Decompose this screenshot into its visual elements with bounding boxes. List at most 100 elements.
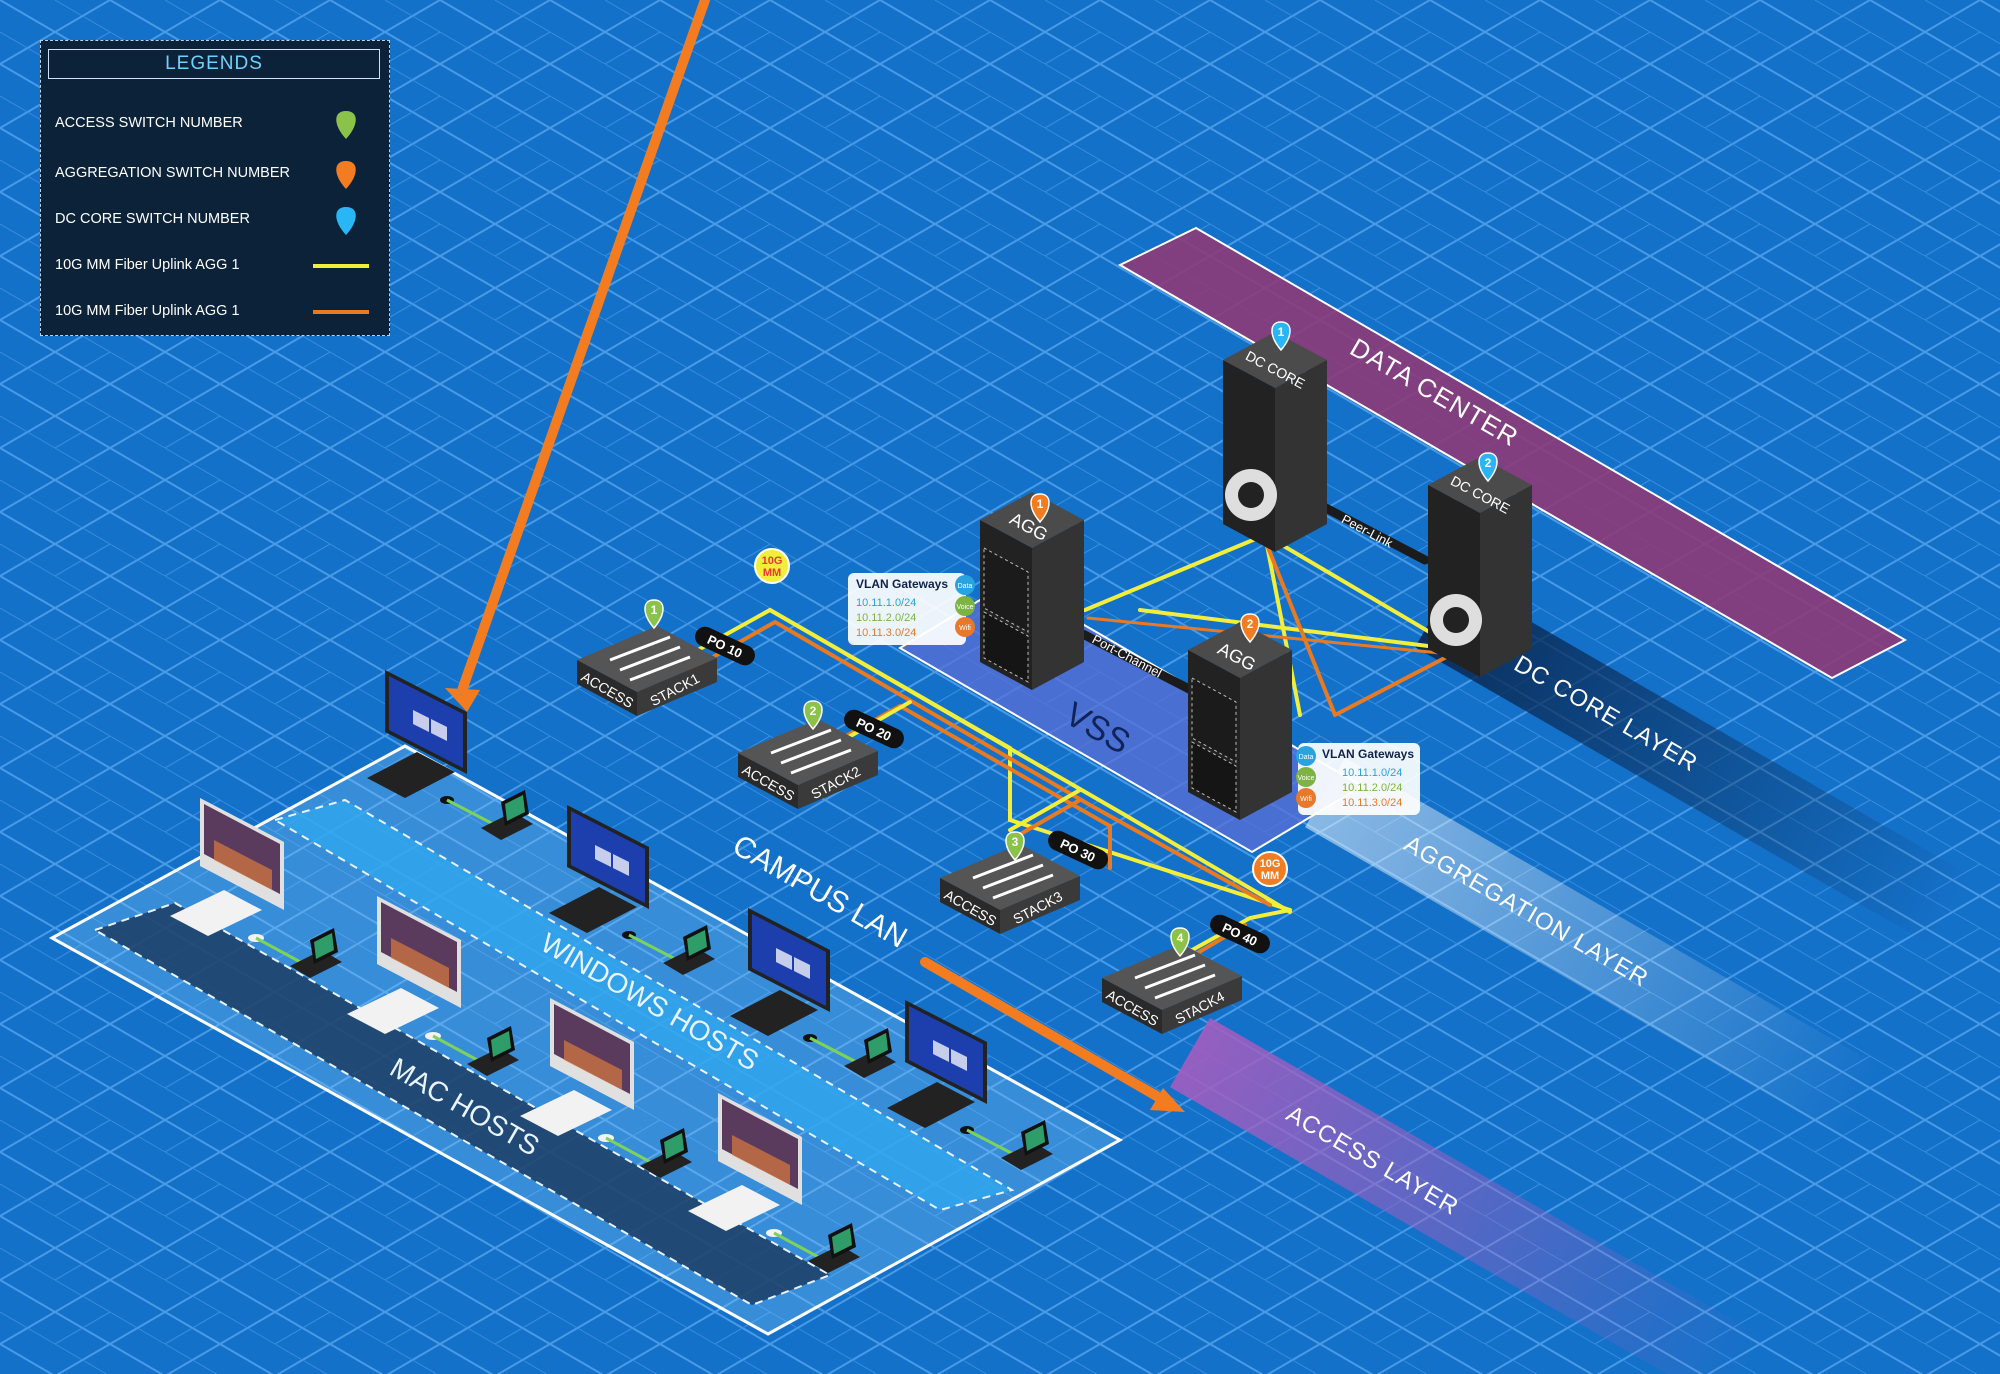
vlan-net: 10.11.1.0/24 [856, 597, 916, 609]
core-pin: 1 [1271, 321, 1291, 352]
ip-phone [467, 1026, 519, 1076]
windows-pc [730, 908, 896, 1078]
agg-pin-number: 1 [1037, 497, 1044, 511]
agg-pin-number: 2 [1247, 617, 1254, 631]
vlan-card-title: VLAN Gateways [1322, 747, 1414, 761]
vlan-card: VLAN Gateways 10.11.1.0/24 10.11.2.0/24 … [1296, 743, 1420, 815]
ip-phone [481, 790, 533, 840]
lan-cable [255, 936, 305, 966]
uplink-orange [1333, 648, 1462, 717]
access-pin-icon [336, 111, 356, 139]
access-switches: ACCESS STACK1 1 PO 10 ACCESS STACK2 2 [577, 599, 1270, 1034]
access-pin: 3 [1005, 831, 1025, 862]
vlan-net: 10.11.2.0/24 [856, 612, 916, 624]
fiber-badge-line1: 10G [1260, 858, 1281, 870]
uplink-yellow [1008, 788, 1082, 832]
lan-cable [446, 798, 498, 828]
fiber-badge-line1: 10G [762, 555, 783, 567]
yellow-line-icon [313, 264, 369, 268]
access-pin-number: 4 [1177, 931, 1184, 945]
ip-phone [290, 928, 342, 978]
legend-label: 10G MM Fiber Uplink AGG 1 [55, 257, 240, 273]
lan-cable [966, 1128, 1018, 1158]
ip-phone [844, 1028, 896, 1078]
access-switch-1[interactable]: ACCESS STACK1 1 PO 10 [577, 599, 758, 716]
vlan-net: 10.11.2.0/24 [1342, 782, 1402, 794]
lan-cable [809, 1036, 861, 1066]
vlan-tag: Wifi [1300, 796, 1312, 803]
vlan-tag: Voice [956, 604, 973, 611]
legend-label: AGGREGATION SWITCH NUMBER [55, 165, 290, 181]
core-pin: 2 [1478, 452, 1498, 483]
lan-cable [773, 1231, 823, 1261]
legend-label: DC CORE SWITCH NUMBER [55, 211, 250, 227]
fiber-badge-line2: MM [763, 567, 781, 579]
legend-label: ACCESS SWITCH NUMBER [55, 115, 243, 131]
data-center-band [1117, 226, 1908, 680]
fiber-badge-line2: MM [1261, 870, 1279, 882]
vlan-net: 10.11.3.0/24 [856, 627, 916, 639]
uplink-orange [1263, 538, 1337, 717]
legend-item-yellow-uplink: 10G MM Fiber Uplink AGG 1 [55, 249, 375, 283]
core-pin-icon [336, 207, 356, 235]
agg-pin: 1 [1030, 493, 1050, 524]
legend-item-orange-uplink: 10G MM Fiber Uplink AGG 1 [55, 295, 375, 329]
vlan-tag: Data [1299, 754, 1314, 761]
core-pin-number: 1 [1278, 325, 1285, 339]
lan-cable [605, 1136, 655, 1166]
access-pin: 2 [803, 700, 823, 731]
uplinks [678, 500, 1462, 977]
windows-pc [549, 805, 715, 975]
legend-item-aggregation: AGGREGATION SWITCH NUMBER [55, 157, 375, 191]
windows-pc [367, 670, 533, 840]
vlan-tag: Data [958, 583, 973, 590]
mac-hosts-zone [92, 901, 833, 1307]
ip-phone [808, 1223, 860, 1273]
uplink-orange [1086, 616, 1462, 657]
mac-pc [170, 798, 342, 978]
fiber-badge: 10G MM [1252, 851, 1288, 887]
dc-core-layer-band [1415, 577, 1975, 948]
windows-pc [887, 1000, 1053, 1170]
access-switch-2[interactable]: ACCESS STACK2 2 PO 20 [738, 700, 907, 809]
legend-item-core: DC CORE SWITCH NUMBER [55, 203, 375, 237]
dc-core-switch-2[interactable]: DC CORE 2 [1428, 452, 1532, 677]
ip-phone [1001, 1120, 1053, 1170]
ip-phone [663, 925, 715, 975]
hosts [170, 670, 1053, 1273]
core-pin-number: 2 [1485, 456, 1492, 470]
uplink-yellow [1263, 533, 1302, 717]
legend-label: 10G MM Fiber Uplink AGG 1 [55, 303, 240, 319]
lan-cable [628, 933, 680, 963]
uplink-yellow [1163, 908, 1292, 967]
agg-switch-1[interactable]: AGG 1 [980, 492, 1084, 690]
access-pin-number: 2 [810, 704, 817, 718]
vlan-net: 10.11.1.0/24 [1342, 767, 1402, 779]
vlan-tag: Wifi [959, 625, 971, 632]
port-channel-cable [1070, 625, 1200, 697]
legend-item-access: ACCESS SWITCH NUMBER [55, 107, 375, 141]
access-pin: 1 [644, 599, 664, 630]
mac-pc [688, 1093, 860, 1273]
dc-core-switch-1[interactable]: DC CORE 1 [1223, 321, 1327, 552]
access-pin-number: 3 [1012, 835, 1019, 849]
legend-title: LEGENDS [48, 49, 380, 79]
uplink-yellow [768, 608, 1292, 912]
access-pin: 4 [1170, 927, 1190, 958]
windows-hosts-zone [272, 798, 1015, 1212]
access-pin-number: 1 [651, 603, 658, 617]
agg-pin-icon [336, 161, 356, 189]
mac-pc [520, 998, 692, 1178]
vlan-card: VLAN Gateways 10.11.1.0/24 10.11.2.0/24 … [848, 573, 975, 645]
legend-panel: LEGENDS ACCESS SWITCH NUMBER AGGREGATION… [40, 40, 390, 336]
access-layer-band [1170, 1017, 1765, 1374]
vlan-net: 10.11.3.0/24 [1342, 797, 1402, 809]
agg-pin: 2 [1240, 613, 1260, 644]
peer-link-cable [1315, 500, 1430, 565]
lan-cable [432, 1034, 482, 1064]
vlan-tag: Voice [1297, 775, 1314, 782]
mac-pc [347, 896, 519, 1076]
agg-switch-2[interactable]: AGG 2 [1188, 613, 1292, 820]
aggregation-layer-band [1305, 757, 1882, 1138]
